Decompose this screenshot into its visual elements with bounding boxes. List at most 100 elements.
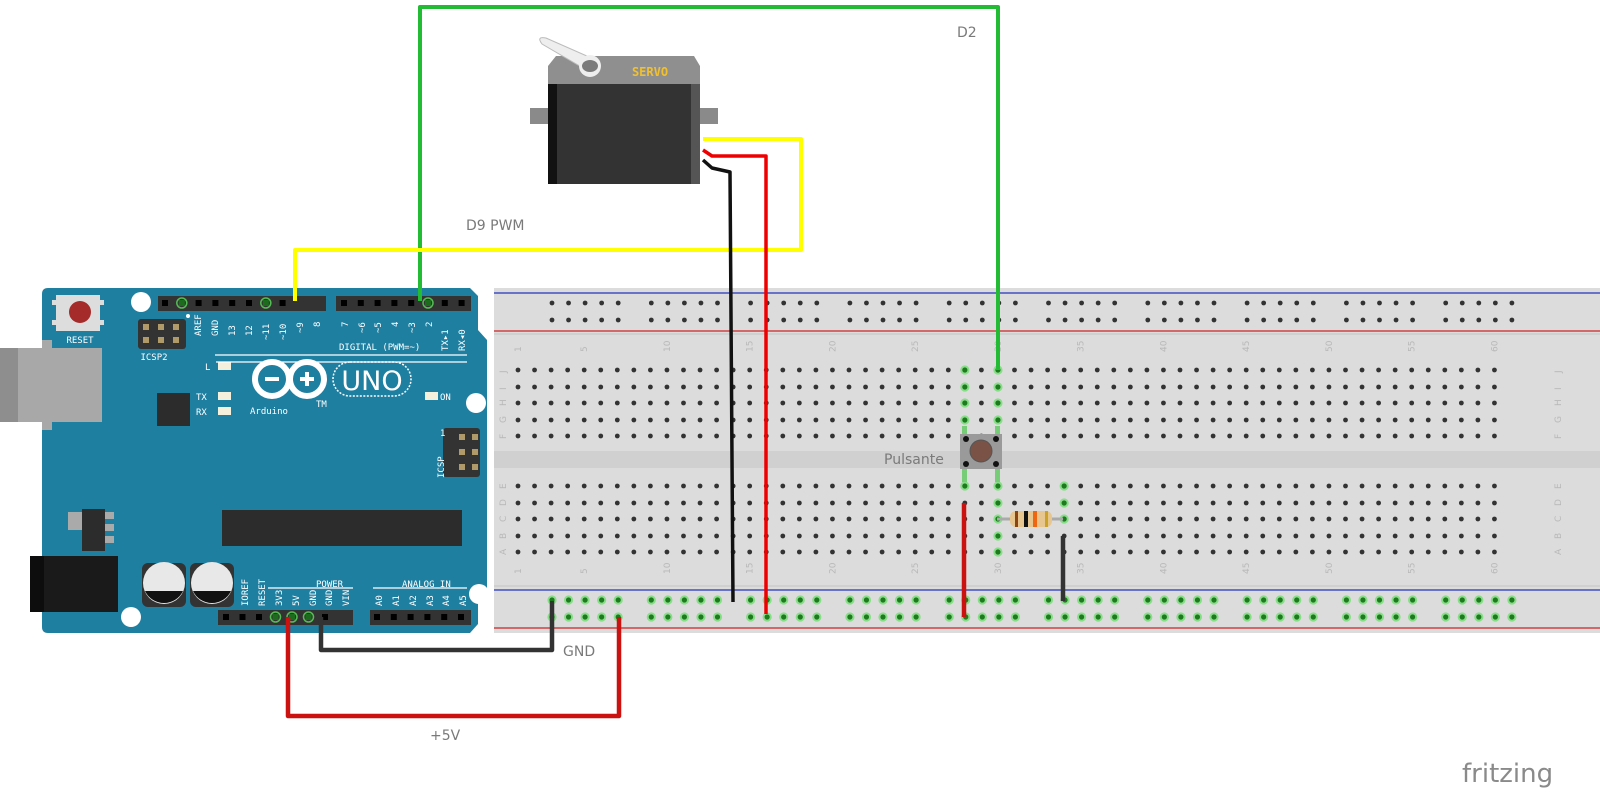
breadboard-hole[interactable]: [1177, 500, 1183, 506]
wire-d9-yellow[interactable]: [293, 137, 803, 301]
breadboard-hole[interactable]: [1475, 384, 1481, 390]
breadboard-hole[interactable]: [1326, 433, 1332, 439]
breadboard-hole[interactable]: [1161, 317, 1167, 323]
breadboard-hole[interactable]: [830, 533, 835, 539]
breadboard-hole[interactable]: [1310, 433, 1315, 439]
breadboard-hole[interactable]: [515, 384, 521, 390]
breadboard-hole[interactable]: [1210, 417, 1216, 423]
breadboard-hole[interactable]: [912, 516, 918, 522]
breadboard-hole[interactable]: [598, 516, 604, 522]
breadboard-hole[interactable]: [1159, 612, 1169, 622]
breadboard-hole[interactable]: [1310, 417, 1315, 423]
breadboard-hole[interactable]: [830, 367, 835, 373]
breadboard-hole[interactable]: [780, 384, 786, 390]
breadboard-hole[interactable]: [697, 483, 703, 489]
breadboard-hole[interactable]: [1260, 400, 1266, 406]
breadboard-hole[interactable]: [1425, 500, 1431, 506]
breadboard-hole[interactable]: [1507, 612, 1517, 622]
breadboard-hole[interactable]: [664, 367, 670, 373]
breadboard-hole[interactable]: [1243, 500, 1249, 506]
icsp2-pin[interactable]: [143, 324, 149, 330]
breadboard-hole[interactable]: [861, 595, 872, 605]
breadboard-hole[interactable]: [1393, 317, 1399, 323]
breadboard-hole[interactable]: [614, 417, 620, 423]
breadboard-hole[interactable]: [515, 433, 521, 439]
breadboard-hole[interactable]: [1391, 612, 1401, 622]
breadboard-hole[interactable]: [1227, 400, 1233, 406]
breadboard-hole[interactable]: [565, 367, 571, 373]
breadboard-hole[interactable]: [1227, 516, 1233, 522]
breadboard-hole[interactable]: [929, 433, 935, 439]
icsp-pin[interactable]: [459, 449, 465, 455]
breadboard-hole[interactable]: [1028, 433, 1034, 439]
breadboard-hole[interactable]: [1260, 384, 1266, 390]
breadboard-hole[interactable]: [648, 533, 653, 539]
breadboard-hole[interactable]: [1012, 549, 1017, 555]
breadboard-hole[interactable]: [566, 300, 571, 306]
breadboard-hole[interactable]: [614, 400, 620, 406]
breadboard-hole[interactable]: [714, 533, 719, 539]
breadboard-hole[interactable]: [846, 384, 852, 390]
breadboard-hole[interactable]: [1177, 549, 1183, 555]
breadboard-hole[interactable]: [813, 367, 819, 373]
breadboard-hole[interactable]: [813, 384, 819, 390]
breadboard-hole[interactable]: [1242, 612, 1252, 622]
breadboard-hole[interactable]: [1161, 533, 1166, 539]
breadboard-hole[interactable]: [1211, 317, 1217, 323]
breadboard-hole[interactable]: [1078, 549, 1084, 555]
breadboard-hole[interactable]: [1012, 433, 1017, 439]
breadboard-hole[interactable]: [879, 483, 885, 489]
breadboard-hole[interactable]: [714, 367, 719, 373]
breadboard-hole[interactable]: [1475, 549, 1481, 555]
breadboard-hole[interactable]: [581, 549, 587, 555]
breadboard-hole[interactable]: [532, 367, 537, 373]
breadboard-hole[interactable]: [830, 500, 835, 506]
header-pin[interactable]: [305, 614, 312, 620]
breadboard-hole[interactable]: [1374, 595, 1385, 605]
breadboard-hole[interactable]: [1458, 549, 1464, 555]
breadboard-hole[interactable]: [1377, 317, 1382, 323]
breadboard-hole[interactable]: [1012, 533, 1017, 539]
breadboard-hole[interactable]: [780, 500, 786, 506]
breadboard-hole[interactable]: [532, 533, 537, 539]
breadboard-hole[interactable]: [979, 300, 985, 306]
breadboard-hole[interactable]: [1343, 417, 1348, 423]
breadboard-hole[interactable]: [913, 317, 919, 323]
breadboard-hole[interactable]: [1059, 481, 1069, 491]
breadboard-hole[interactable]: [1391, 595, 1401, 605]
breadboard-hole[interactable]: [1012, 483, 1017, 489]
breadboard-hole[interactable]: [896, 384, 902, 390]
breadboard-hole[interactable]: [714, 433, 719, 439]
header-pin[interactable]: [289, 614, 295, 620]
breadboard-hole[interactable]: [1210, 500, 1216, 506]
breadboard-hole[interactable]: [780, 549, 786, 555]
breadboard-hole[interactable]: [1425, 516, 1431, 522]
breadboard-hole[interactable]: [681, 549, 686, 555]
breadboard-hole[interactable]: [549, 300, 555, 306]
breadboard-hole[interactable]: [1409, 400, 1415, 406]
breadboard-hole[interactable]: [712, 612, 723, 622]
breadboard-hole[interactable]: [1442, 483, 1448, 489]
breadboard-hole[interactable]: [960, 481, 970, 491]
breadboard-hole[interactable]: [563, 612, 574, 622]
breadboard-hole[interactable]: [929, 549, 935, 555]
breadboard-hole[interactable]: [896, 417, 902, 423]
breadboard-hole[interactable]: [614, 367, 620, 373]
breadboard-hole[interactable]: [515, 500, 521, 506]
breadboard-hole[interactable]: [1078, 400, 1084, 406]
breadboard-hole[interactable]: [846, 516, 852, 522]
breadboard-hole[interactable]: [1177, 367, 1183, 373]
breadboard-hole[interactable]: [1359, 483, 1365, 489]
breadboard-hole[interactable]: [1127, 417, 1133, 423]
breadboard-hole[interactable]: [994, 595, 1004, 605]
breadboard-hole[interactable]: [1310, 549, 1315, 555]
breadboard-hole[interactable]: [1028, 500, 1034, 506]
breadboard-hole[interactable]: [1458, 483, 1464, 489]
breadboard-hole[interactable]: [648, 317, 654, 323]
breadboard-hole[interactable]: [780, 516, 786, 522]
breadboard-hole[interactable]: [712, 595, 723, 605]
breadboard-hole[interactable]: [1012, 417, 1017, 423]
reset-button[interactable]: [52, 295, 104, 331]
breadboard-hole[interactable]: [565, 417, 571, 423]
breadboard-hole[interactable]: [1194, 417, 1199, 423]
